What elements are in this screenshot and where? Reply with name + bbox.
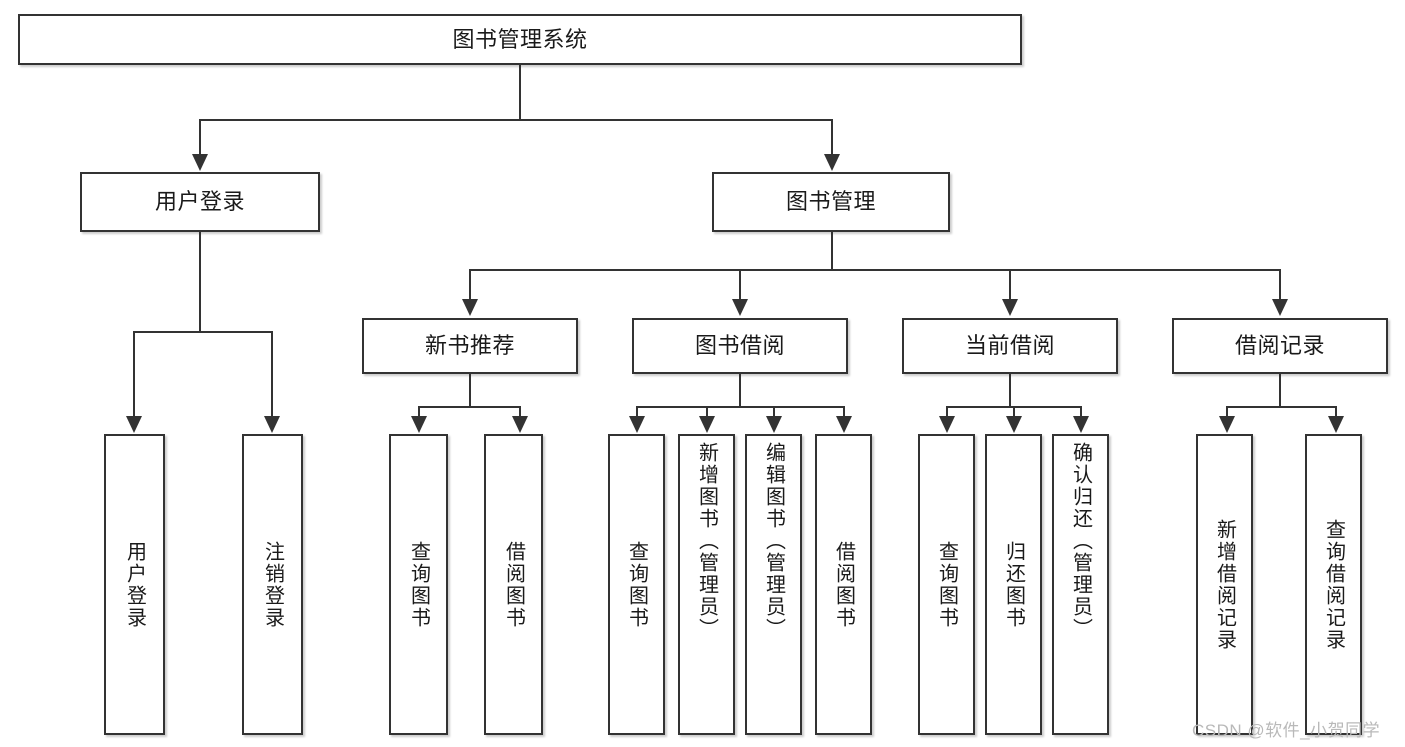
connector-record-drop: [1279, 374, 1281, 407]
node-user-login[interactable]: 用户登录: [80, 172, 320, 232]
arrow-to-book-manage: [824, 154, 840, 171]
leaf-label: 用户登录: [123, 540, 146, 629]
node-label: 当前借阅: [964, 333, 1055, 359]
leaf-label: 查询图书: [625, 540, 648, 629]
leaf-borrow-edit-book-admin[interactable]: 编辑图书（管理员）: [745, 434, 802, 735]
leaf-label: 借阅图书: [502, 540, 525, 629]
connector-borrow-leg-2: [706, 406, 708, 417]
connector-current-leg-1: [946, 406, 948, 417]
node-label: 用户登录: [154, 189, 245, 215]
connector-borrow-leg-1: [636, 406, 638, 417]
leaf-label: 确认归还（管理员）: [1069, 442, 1092, 640]
connector-borrow-leg-4: [843, 406, 845, 417]
connector-userlogin-leg-2: [271, 331, 273, 417]
connector-bookmgmt-bus: [469, 269, 1281, 271]
arrow-to-user-login: [192, 154, 208, 171]
arrow-to-recommend-leaf-1: [411, 416, 427, 433]
leaf-recommend-borrow-book[interactable]: 借阅图书: [484, 434, 543, 735]
leaf-borrow-add-book-admin[interactable]: 新增图书（管理员）: [678, 434, 735, 735]
node-root-system[interactable]: 图书管理系统: [18, 14, 1022, 65]
connector-record-leg-2: [1335, 406, 1337, 417]
connector-record-leg-1: [1226, 406, 1228, 417]
arrow-to-current-leaf-2: [1006, 416, 1022, 433]
arrow-to-current-borrow: [1002, 299, 1018, 316]
connector-recommend-leg-2: [519, 406, 521, 417]
arrow-to-recommend-leaf-2: [512, 416, 528, 433]
arrow-to-borrow-record: [1272, 299, 1288, 316]
node-new-book-recommend[interactable]: 新书推荐: [362, 318, 578, 374]
connector-current-leg-3: [1080, 406, 1082, 417]
node-label: 图书管理系统: [452, 26, 588, 52]
node-current-borrow[interactable]: 当前借阅: [902, 318, 1118, 374]
arrow-to-borrow-leaf-3: [766, 416, 782, 433]
connector-record-bus: [1226, 406, 1337, 408]
connector-bookmgmt-leg-1: [469, 269, 471, 300]
connector-current-drop: [1009, 374, 1011, 407]
leaf-current-return-book[interactable]: 归还图书: [985, 434, 1042, 735]
leaf-label: 注销登录: [261, 540, 284, 629]
arrow-to-borrow-leaf-2: [699, 416, 715, 433]
leaf-label: 查询图书: [407, 540, 430, 629]
connector-recommend-bus: [418, 406, 521, 408]
arrow-to-current-leaf-3: [1073, 416, 1089, 433]
arrow-to-logout-leaf: [264, 416, 280, 433]
leaf-label: 查询图书: [935, 540, 958, 629]
leaf-label: 新增借阅记录: [1213, 518, 1236, 651]
connector-recommend-leg-1: [418, 406, 420, 417]
leaf-label: 查询借阅记录: [1322, 518, 1345, 651]
connector-current-leg-2: [1013, 406, 1015, 417]
connector-borrow-drop: [739, 374, 741, 407]
arrow-to-borrow-leaf-1: [629, 416, 645, 433]
leaf-user-login[interactable]: 用户登录: [104, 434, 165, 735]
connector-userlogin-drop: [199, 232, 201, 332]
arrow-to-new-book-recommend: [462, 299, 478, 316]
leaf-label: 新增图书（管理员）: [695, 442, 718, 640]
connector-bookmgmt-drop: [831, 232, 833, 270]
leaf-current-confirm-return-admin[interactable]: 确认归还（管理员）: [1052, 434, 1109, 735]
leaf-record-add-record[interactable]: 新增借阅记录: [1196, 434, 1253, 735]
connector-bookmgmt-leg-2: [739, 269, 741, 300]
arrow-to-record-leaf-2: [1328, 416, 1344, 433]
connector-bookmgmt-leg-4: [1279, 269, 1281, 300]
connector-root-leg-left: [199, 119, 201, 155]
connector-root-bus: [199, 119, 833, 121]
connector-bookmgmt-leg-3: [1009, 269, 1011, 300]
arrow-to-record-leaf-1: [1219, 416, 1235, 433]
leaf-label: 借阅图书: [832, 540, 855, 629]
leaf-borrow-borrow-book[interactable]: 借阅图书: [815, 434, 872, 735]
connector-root-drop: [519, 65, 521, 120]
node-label: 图书管理: [785, 189, 876, 215]
connector-userlogin-bus: [133, 331, 273, 333]
connector-borrow-bus: [636, 406, 844, 408]
node-book-borrow[interactable]: 图书借阅: [632, 318, 848, 374]
node-borrow-record[interactable]: 借阅记录: [1172, 318, 1388, 374]
arrow-to-book-borrow: [732, 299, 748, 316]
leaf-recommend-query-book[interactable]: 查询图书: [389, 434, 448, 735]
arrow-to-borrow-leaf-4: [836, 416, 852, 433]
arrow-to-current-leaf-1: [939, 416, 955, 433]
leaf-record-query-record[interactable]: 查询借阅记录: [1305, 434, 1362, 735]
leaf-logout[interactable]: 注销登录: [242, 434, 303, 735]
node-label: 新书推荐: [424, 333, 515, 359]
node-book-management[interactable]: 图书管理: [712, 172, 950, 232]
leaf-borrow-query-book[interactable]: 查询图书: [608, 434, 665, 735]
leaf-label: 归还图书: [1002, 540, 1025, 629]
connector-root-leg-right: [831, 119, 833, 155]
node-label: 图书借阅: [694, 333, 785, 359]
connector-userlogin-leg-1: [133, 331, 135, 417]
arrow-to-user-login-leaf: [126, 416, 142, 433]
leaf-current-query-book[interactable]: 查询图书: [918, 434, 975, 735]
leaf-label: 编辑图书（管理员）: [762, 442, 785, 640]
node-label: 借阅记录: [1234, 333, 1325, 359]
connector-borrow-leg-3: [773, 406, 775, 417]
connector-recommend-drop: [469, 374, 471, 407]
